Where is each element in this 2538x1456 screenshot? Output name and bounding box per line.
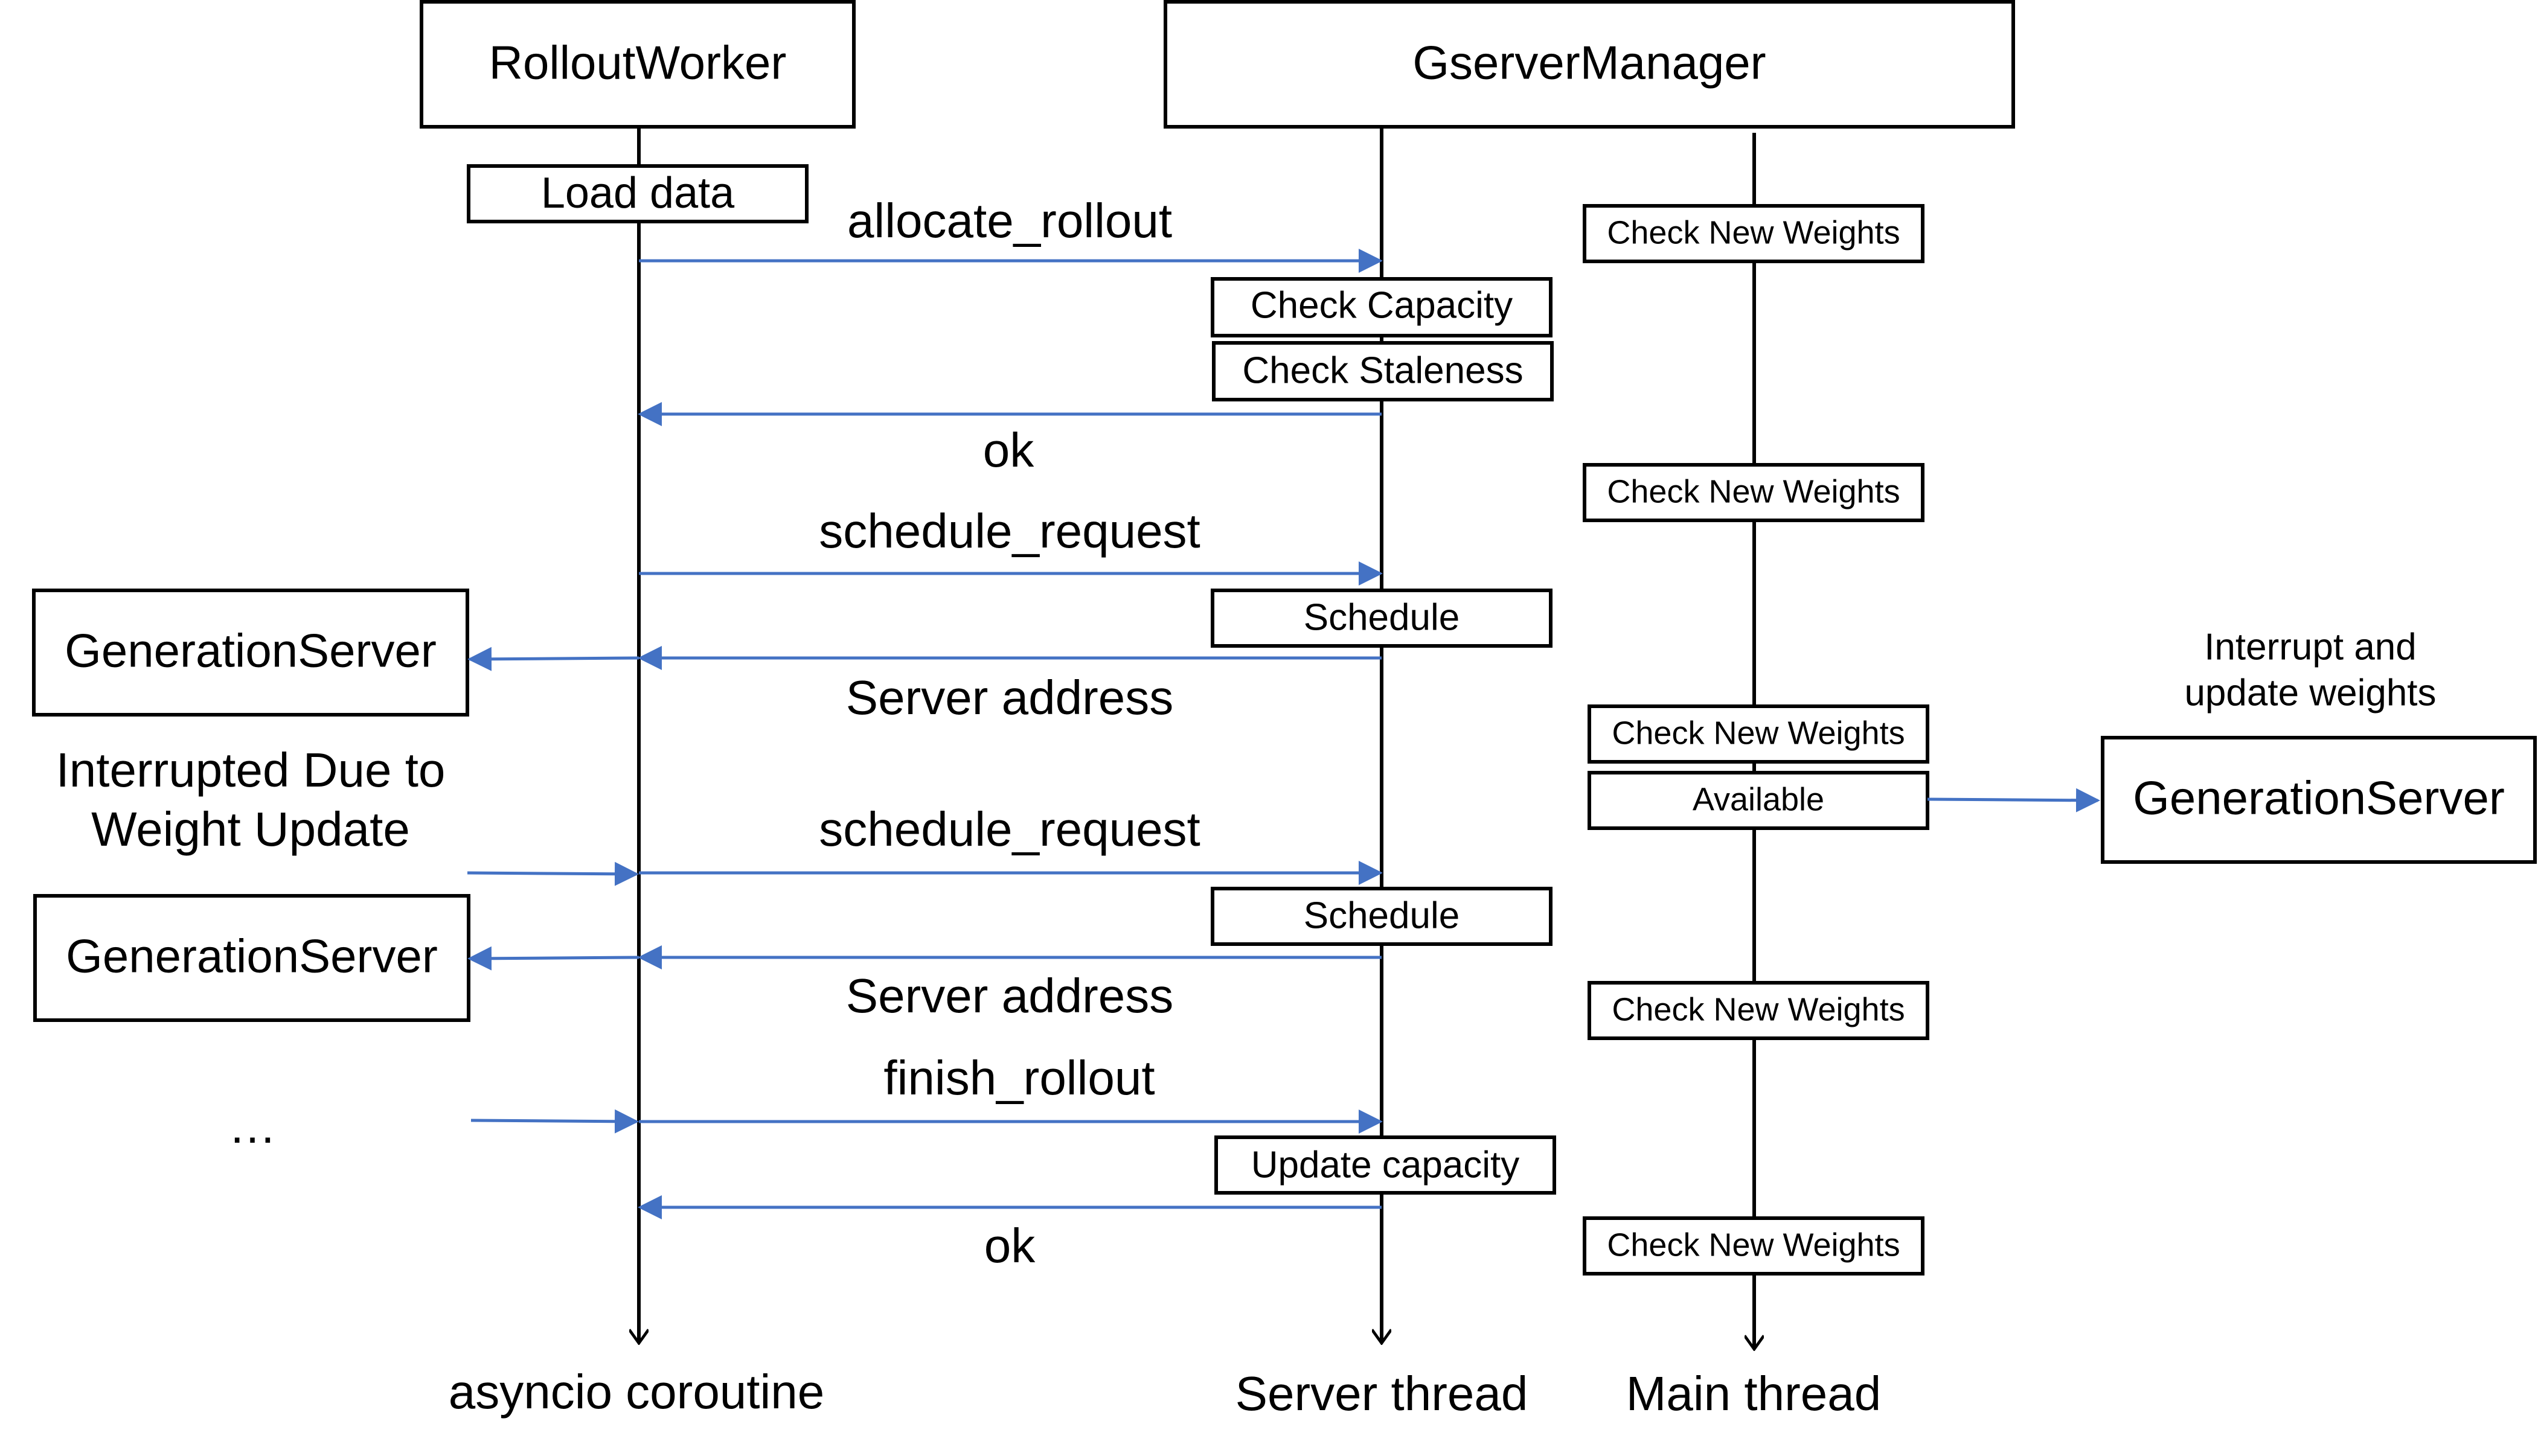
gserver-manager-participant: GserverManager xyxy=(1164,0,2015,129)
to-generation-server-arrow-2 xyxy=(467,946,639,971)
to-generation-server-arrow-1 xyxy=(467,647,639,671)
check-staleness-label: Check Staleness xyxy=(1242,350,1523,391)
check-new-weights-step-3: Check New Weights xyxy=(1588,704,1929,764)
server-address-label-1: Server address xyxy=(846,671,1173,724)
generation-server-label-2: GenerationServer xyxy=(66,930,438,983)
interrupted-arrow xyxy=(467,861,639,886)
interrupted-label-line1: Interrupted Due to xyxy=(56,743,446,797)
server-address-label-2: Server address xyxy=(846,969,1173,1023)
ok-label-1: ok xyxy=(983,423,1034,477)
check-capacity-label: Check Capacity xyxy=(1251,284,1513,326)
interrupted-label-line2: Weight Update xyxy=(91,802,410,856)
load-data-step: Load data xyxy=(467,164,809,223)
gserver-manager-title: GserverManager xyxy=(1412,36,1766,89)
check-new-weights-label-5: Check New Weights xyxy=(1607,1227,1900,1263)
update-weights-arrow xyxy=(1927,788,2100,813)
check-new-weights-label-3: Check New Weights xyxy=(1612,715,1905,751)
ellipsis-label: … xyxy=(228,1099,277,1153)
available-step: Available xyxy=(1588,771,1929,830)
schedule-label-1: Schedule xyxy=(1304,596,1460,638)
check-new-weights-label-2: Check New Weights xyxy=(1607,473,1900,509)
generation-server-label-right: GenerationServer xyxy=(2133,771,2505,825)
generation-server-box-1: GenerationServer xyxy=(32,589,469,717)
rollout-worker-participant: RolloutWorker xyxy=(420,0,856,129)
schedule-request-label-2: schedule_request xyxy=(819,802,1200,856)
interrupt-update-label-line2: update weights xyxy=(2184,672,2436,714)
schedule-request-label-1: schedule_request xyxy=(819,504,1200,558)
check-staleness-step: Check Staleness xyxy=(1212,341,1554,401)
check-new-weights-step-5: Check New Weights xyxy=(1583,1216,1924,1276)
rollout-worker-title: RolloutWorker xyxy=(489,36,787,89)
update-capacity-label: Update capacity xyxy=(1251,1144,1520,1186)
check-new-weights-step-4: Check New Weights xyxy=(1588,981,1929,1040)
load-data-label: Load data xyxy=(541,169,735,217)
generation-server-box-2: GenerationServer xyxy=(33,894,470,1022)
schedule-label-2: Schedule xyxy=(1304,895,1460,936)
interrupt-update-label-line1: Interrupt and xyxy=(2204,626,2417,668)
allocate-rollout-label: allocate_rollout xyxy=(847,194,1172,247)
generation-server-label-1: GenerationServer xyxy=(65,624,437,677)
update-capacity-step: Update capacity xyxy=(1214,1135,1556,1195)
main-thread-label: Main thread xyxy=(1626,1367,1881,1420)
generation-server-box-right: GenerationServer xyxy=(2101,736,2537,864)
continued-arrow xyxy=(470,1109,639,1134)
ok-label-2: ok xyxy=(984,1219,1036,1272)
asyncio-coroutine-label: asyncio coroutine xyxy=(449,1365,825,1419)
check-new-weights-label-1: Check New Weights xyxy=(1607,214,1900,251)
schedule-step-2: Schedule xyxy=(1211,887,1553,946)
check-capacity-step: Check Capacity xyxy=(1211,277,1553,337)
available-label: Available xyxy=(1693,781,1824,817)
server-thread-label: Server thread xyxy=(1235,1367,1528,1420)
schedule-step-1: Schedule xyxy=(1211,589,1553,648)
check-new-weights-step-2: Check New Weights xyxy=(1583,463,1924,522)
check-new-weights-step-1: Check New Weights xyxy=(1583,204,1924,263)
check-new-weights-label-4: Check New Weights xyxy=(1612,991,1905,1027)
finish-rollout-label: finish_rollout xyxy=(883,1051,1155,1105)
